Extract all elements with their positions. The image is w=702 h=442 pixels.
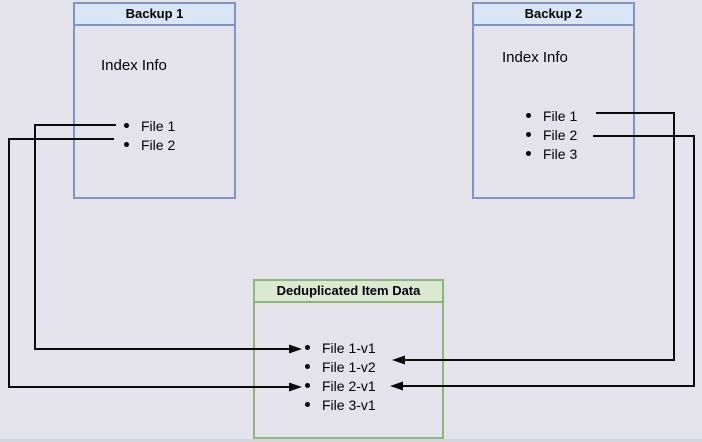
- list-item: File 2: [526, 125, 577, 144]
- backup2-header: Backup 2: [474, 4, 633, 26]
- dedup-header: Deduplicated Item Data: [255, 281, 442, 303]
- list-item: File 3: [526, 144, 577, 163]
- dedup-item-file1v2: File 1-v2: [322, 358, 376, 375]
- backup2-item-file3: File 3: [543, 145, 578, 162]
- backup2-index-info-label: Index Info: [502, 49, 568, 66]
- dedup-title: Deduplicated Item Data: [276, 283, 421, 298]
- backup1-title: Backup 1: [125, 6, 184, 21]
- list-item: File 2-v1: [305, 376, 376, 395]
- dedup-item-file2v1: File 2-v1: [322, 377, 376, 394]
- bullet-icon: [305, 383, 310, 388]
- list-item: File 1-v1: [305, 338, 376, 357]
- backup2-box: Backup 2 Index Info File 1 File 2 File 3: [472, 2, 635, 199]
- bullet-icon: [526, 132, 531, 137]
- bottom-shadow: [0, 439, 702, 442]
- dedup-file-list: File 1-v1 File 1-v2 File 2-v1 File 3-v1: [305, 338, 376, 414]
- bullet-icon: [305, 345, 310, 350]
- dedup-box: Deduplicated Item Data File 1-v1 File 1-…: [253, 279, 444, 439]
- backup2-item-file1: File 1: [543, 107, 578, 124]
- backup2-file-list: File 1 File 2 File 3: [526, 106, 577, 163]
- backup1-index-info-label: Index Info: [101, 57, 167, 74]
- dedup-item-file1v1: File 1-v1: [322, 339, 376, 356]
- bullet-icon: [305, 364, 310, 369]
- backup1-file-list: File 1 File 2: [124, 116, 175, 154]
- list-item: File 2: [124, 135, 175, 154]
- list-item: File 1-v2: [305, 357, 376, 376]
- list-item: File 3-v1: [305, 395, 376, 414]
- backup1-box: Backup 1 Index Info File 1 File 2: [73, 2, 236, 199]
- backup1-item-file1: File 1: [141, 117, 176, 134]
- backup2-item-file2: File 2: [543, 126, 578, 143]
- bullet-icon: [124, 142, 129, 147]
- list-item: File 1: [526, 106, 577, 125]
- backup1-item-file2: File 2: [141, 136, 176, 153]
- bullet-icon: [124, 123, 129, 128]
- bullet-icon: [305, 402, 310, 407]
- backup1-header: Backup 1: [75, 4, 234, 26]
- backup2-title: Backup 2: [524, 6, 583, 21]
- list-item: File 1: [124, 116, 175, 135]
- dedup-item-file3v1: File 3-v1: [322, 396, 376, 413]
- bullet-icon: [526, 151, 531, 156]
- bullet-icon: [526, 113, 531, 118]
